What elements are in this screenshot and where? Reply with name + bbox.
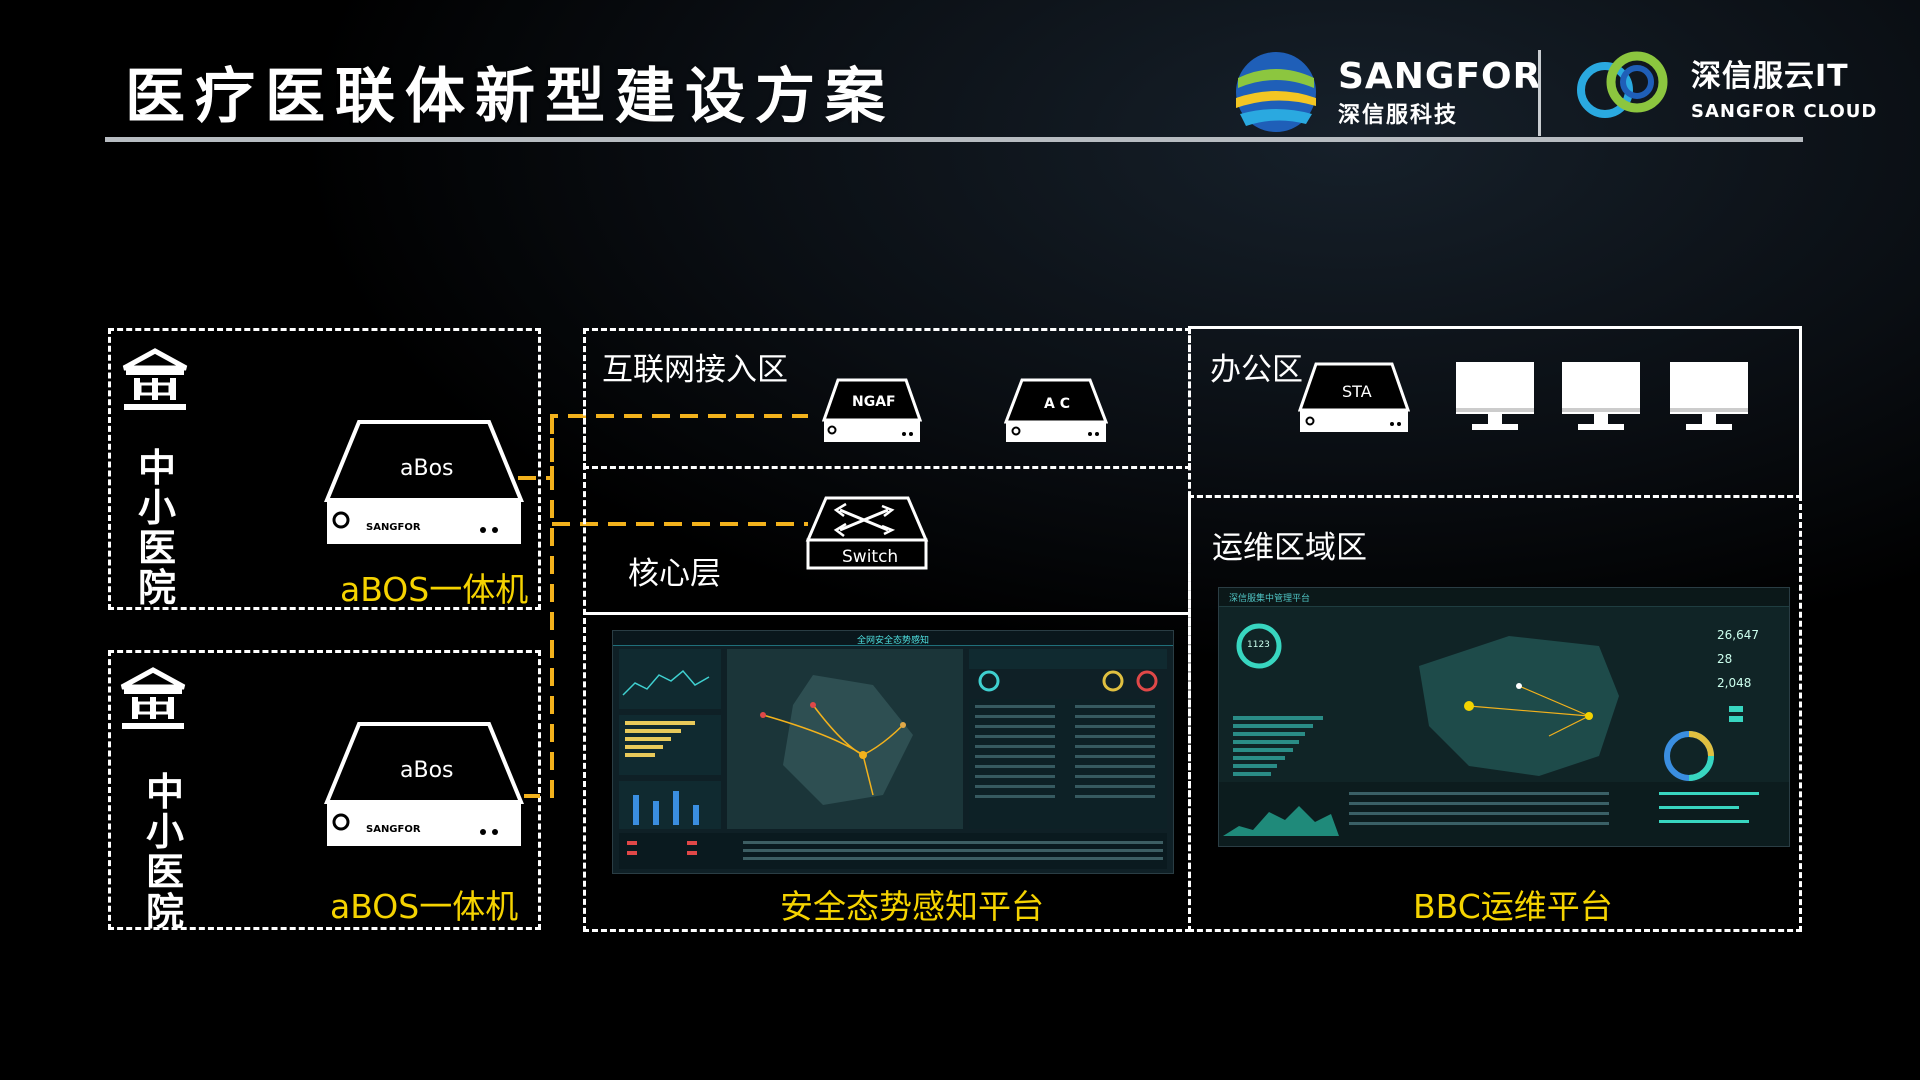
security-dashboard-graphic — [619, 649, 1167, 869]
logo-divider — [1538, 50, 1541, 136]
hospital-label-1: 中小医院 — [137, 446, 176, 610]
cloud-brand-name: 深信服云IT — [1691, 58, 1849, 94]
ac-device — [1004, 378, 1108, 442]
ngaf-label: NGAF — [852, 394, 896, 410]
security-platform-caption: 安全态势感知平台 — [780, 887, 1044, 926]
core-layer-title: 核心层 — [628, 556, 721, 592]
page-title: 医疗医联体新型建设方案 — [125, 62, 895, 132]
internet-zone-title: 互联网接入区 — [602, 352, 788, 388]
title-divider — [105, 137, 1803, 142]
ac-label: A C — [1044, 396, 1070, 412]
bbc-stat-3: 2,048 — [1717, 676, 1752, 690]
bbc-screen-title: 深信服集中管理平台 — [1229, 594, 1311, 604]
hospital-box-2 — [108, 650, 541, 930]
switch-device — [805, 496, 929, 570]
sangfor-logo: SANGFOR 深信服科技 — [1230, 48, 1541, 136]
bbc-platform-screen: 深信服集中管理平台 26,647 28 2,048 1123 — [1218, 587, 1790, 847]
monitor-icon — [1670, 362, 1748, 430]
sta-device — [1298, 362, 1410, 432]
abos-device-brand-1: SANGFOR — [366, 522, 421, 533]
bbc-stat-4: 1123 — [1247, 640, 1270, 650]
bbc-stat-2: 28 — [1717, 652, 1733, 666]
core-separator — [583, 612, 1191, 615]
monitor-icon — [1562, 362, 1640, 430]
bbc-platform-caption: BBC运维平台 — [1413, 887, 1613, 926]
cloud-rings-icon — [1577, 51, 1668, 118]
ops-zone-title: 运维区域区 — [1212, 530, 1367, 566]
hospital-box-1 — [108, 328, 541, 610]
ops-zone — [1188, 495, 1802, 932]
abos-device-2 — [324, 722, 524, 846]
sangfor-brand-name: SANGFOR — [1338, 55, 1542, 97]
bbc-dashboard-graphic — [1219, 623, 1789, 846]
sangfor-globe-icon — [1236, 52, 1316, 132]
switch-label: Switch — [842, 547, 899, 567]
security-platform-screen: 全网安全态势感知 — [612, 630, 1174, 874]
sangfor-brand-subtitle: 深信服科技 — [1338, 102, 1459, 128]
security-screen-title: 全网安全态势感知 — [856, 636, 929, 646]
hospital-icon — [122, 348, 188, 410]
abos-device-label-1: aBos — [400, 456, 454, 481]
sta-label: STA — [1342, 382, 1372, 401]
ngaf-device — [822, 378, 922, 442]
abos-caption-1: aBOS一体机 — [340, 570, 529, 609]
sangfor-cloud-logo: 深信服云IT SANGFOR CLOUD — [1575, 46, 1877, 126]
hospital-label-2: 中小医院 — [145, 770, 184, 934]
abos-caption-2: aBOS一体机 — [330, 887, 519, 926]
cloud-brand-subtitle: SANGFOR CLOUD — [1691, 100, 1878, 122]
abos-device-label-2: aBos — [400, 758, 454, 783]
abos-device-1 — [324, 420, 524, 544]
hospital-icon — [120, 667, 186, 729]
abos-device-brand-2: SANGFOR — [366, 824, 421, 835]
office-zone-title: 办公区 — [1210, 352, 1303, 388]
monitor-icon — [1456, 362, 1534, 430]
bbc-stat-1: 26,647 — [1717, 628, 1759, 642]
